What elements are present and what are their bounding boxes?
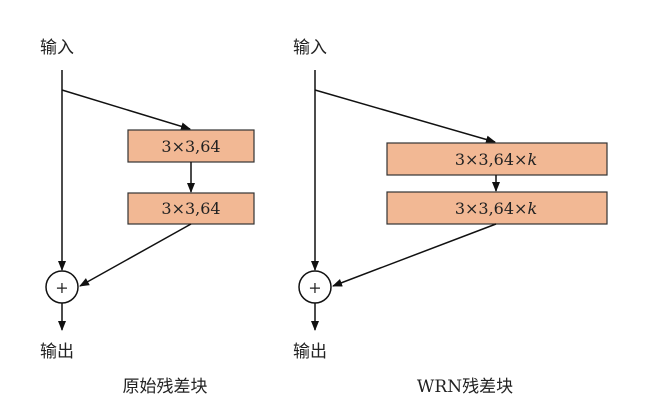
original-residual-block: 输入 3×3,64 3×3,64 + 输出 原始残差块 xyxy=(40,38,255,397)
conv-box-2-label: 3×3,64 xyxy=(161,199,220,218)
input-label: 输入 xyxy=(40,38,74,58)
plus-icon: + xyxy=(308,278,321,297)
residual-arrow xyxy=(332,223,497,287)
residual-arrow xyxy=(79,223,192,287)
wrn-residual-block: 输入 3×3,64×k 3×3,64×k + 输出 WRN残差块 xyxy=(293,38,608,397)
branch-arrow xyxy=(314,89,496,144)
caption: 原始残差块 xyxy=(123,377,208,397)
output-label: 输出 xyxy=(293,342,327,362)
conv-box-1-label: 3×3,64×k xyxy=(455,150,537,169)
caption: WRN残差块 xyxy=(417,377,513,397)
conv-box-2 xyxy=(386,191,608,225)
conv-box-1-label: 3×3,64 xyxy=(161,137,220,156)
input-label: 输入 xyxy=(293,38,327,58)
branch-arrow xyxy=(61,89,191,131)
conv-box-2 xyxy=(127,192,255,225)
conv-box-2-label: 3×3,64×k xyxy=(455,199,537,218)
conv-box-1 xyxy=(386,142,608,176)
plus-icon: + xyxy=(55,278,68,297)
output-label: 输出 xyxy=(40,342,74,362)
